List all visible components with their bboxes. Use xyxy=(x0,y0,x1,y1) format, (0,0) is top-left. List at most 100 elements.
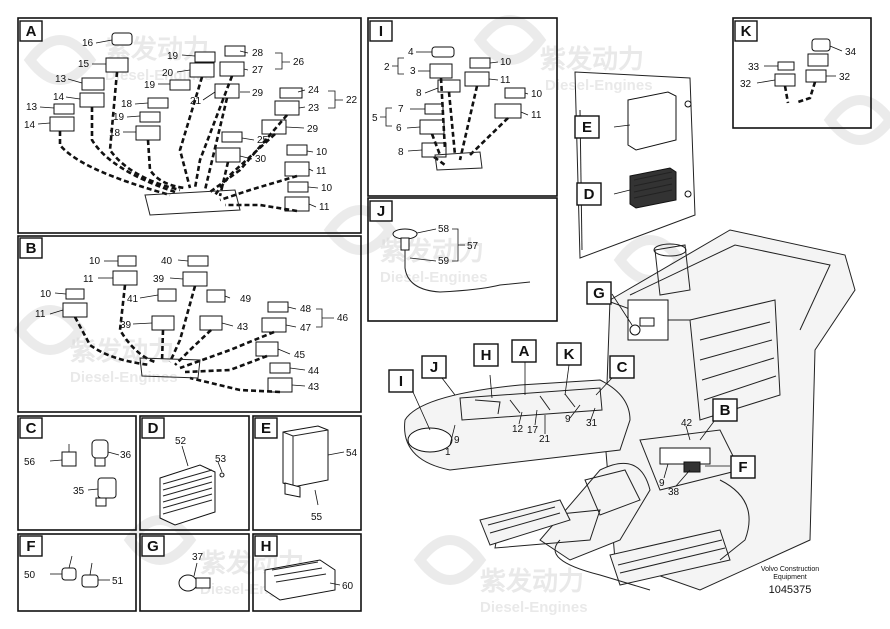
callout-label: 29 xyxy=(252,88,264,99)
panel-c-callouts: 56 36 35 xyxy=(24,450,132,497)
overview-tag-label: H xyxy=(481,347,492,364)
callout-label: 20 xyxy=(162,68,174,79)
panel-d-tag-label: D xyxy=(148,420,159,437)
callout-label: 24 xyxy=(308,85,320,96)
callout-label: 9 xyxy=(454,435,460,446)
panel-a-tag: A xyxy=(19,20,43,42)
overview-tag-label: C xyxy=(617,359,628,376)
brand-line-1: Volvo Construction xyxy=(761,566,819,573)
panel-j-tag: J xyxy=(369,200,393,222)
leader-lines xyxy=(380,51,529,152)
callout-label: 11 xyxy=(531,110,542,121)
callout-label: 30 xyxy=(255,154,267,165)
callout-label: 43 xyxy=(237,322,249,333)
panel-j-tag-label: J xyxy=(377,203,385,220)
callout-label: 46 xyxy=(337,313,349,324)
figure-number: 1045375 xyxy=(769,584,812,596)
panel-h: H 60 xyxy=(252,533,362,612)
wire-harness xyxy=(73,284,281,394)
watermark-cn: 紫发动力 xyxy=(480,566,584,596)
panel-c-tag: C xyxy=(19,417,43,439)
callout-label: 28 xyxy=(252,48,264,59)
leader-lines xyxy=(50,573,110,581)
panel-d-callouts: 52 53 xyxy=(175,436,227,465)
watermark-cn: 紫发动力 xyxy=(70,336,174,366)
panel-b-callouts: 10 40 11 39 10 41 49 11 48 46 39 43 47 4… xyxy=(35,256,349,393)
callout-label: 16 xyxy=(82,38,94,49)
ignition-switch xyxy=(178,562,211,592)
callout-label: 41 xyxy=(127,294,139,305)
watermark-en: Diesel-Engines xyxy=(545,77,653,94)
panel-k: K 34 33 32 32 xyxy=(732,17,872,129)
callout-label: 22 xyxy=(346,95,358,106)
callout-label: 52 xyxy=(175,436,187,447)
callout-label: 29 xyxy=(307,124,319,135)
callout-label: 36 xyxy=(120,450,132,461)
callout-label: 21 xyxy=(190,96,202,107)
callout-label: 3 xyxy=(410,66,416,77)
overview-tag-label: K xyxy=(564,346,575,363)
wire-harness xyxy=(58,71,298,216)
overview-tag-label: I xyxy=(399,373,403,390)
panel-i: I xyxy=(367,17,558,197)
callout-label: 10 xyxy=(89,256,101,267)
callout-label: 13 xyxy=(55,74,67,85)
callout-label: 11 xyxy=(500,75,511,86)
callout-label: 31 xyxy=(586,418,598,429)
panel-b-tag: B xyxy=(19,237,43,259)
panel-h-callouts: 60 xyxy=(342,581,354,592)
callout-label: 39 xyxy=(120,320,132,331)
footer: Volvo Construction Equipment 1045375 xyxy=(761,566,819,596)
panel-a: A xyxy=(17,17,362,234)
callout-label: 14 xyxy=(24,120,36,131)
callout-label: 17 xyxy=(527,425,539,436)
watermark-en: Diesel-Engines xyxy=(480,599,588,616)
callout-label: 10 xyxy=(40,289,52,300)
overview-tag-label: J xyxy=(430,359,438,376)
panel-d-tag: D xyxy=(141,417,165,439)
overview-callouts: 1 9 12 17 21 9 31 42 9 38 xyxy=(445,414,693,498)
callout-label: 32 xyxy=(839,72,851,83)
operator-console xyxy=(404,379,750,591)
leader-lines xyxy=(756,45,843,84)
callout-label: 18 xyxy=(109,128,121,139)
panel-g-callouts: 37 xyxy=(192,552,204,563)
panel-d: D 52 53 xyxy=(139,415,250,531)
resistor-block xyxy=(159,464,225,526)
callout-label: 27 xyxy=(252,65,264,76)
callout-label: 32 xyxy=(740,79,752,90)
leader-lines xyxy=(409,228,465,262)
panel-f-tag-label: F xyxy=(26,538,35,555)
overview-tag-label: E xyxy=(582,119,592,136)
leader-lines xyxy=(49,451,120,491)
panel-f-tag: F xyxy=(19,535,43,557)
watermark-cn: 紫发动力 xyxy=(540,44,644,74)
callout-label: 9 xyxy=(565,414,571,425)
wire-harness xyxy=(430,77,509,171)
callout-label: 10 xyxy=(531,89,543,100)
callout-label: 26 xyxy=(293,57,305,68)
callout-label: 11 xyxy=(316,166,327,177)
callout-label: 19 xyxy=(167,51,179,62)
callout-label: 11 xyxy=(319,202,330,213)
callout-label: 38 xyxy=(668,487,680,498)
callout-label: 10 xyxy=(500,57,512,68)
switch-parts xyxy=(774,38,831,87)
control-unit xyxy=(282,425,329,506)
panel-j: J 58 57 59 xyxy=(367,197,558,322)
callout-label: 18 xyxy=(121,99,133,110)
callout-label: 59 xyxy=(438,256,450,267)
callout-label: 23 xyxy=(308,103,320,114)
callout-label: 14 xyxy=(53,92,65,103)
callout-label: 45 xyxy=(294,350,306,361)
panel-a-callouts: 16 15 13 14 13 14 19 20 28 27 26 19 21 2… xyxy=(24,38,358,213)
relay-parts xyxy=(61,439,117,507)
callout-label: 11 xyxy=(35,309,46,320)
leader-lines xyxy=(327,451,345,456)
callout-label: 25 xyxy=(257,135,269,146)
callout-label: 42 xyxy=(681,418,693,429)
leader-lines xyxy=(37,39,343,208)
panel-b: B xyxy=(17,235,362,413)
leader-lines xyxy=(49,259,334,387)
callout-label: 37 xyxy=(192,552,204,563)
